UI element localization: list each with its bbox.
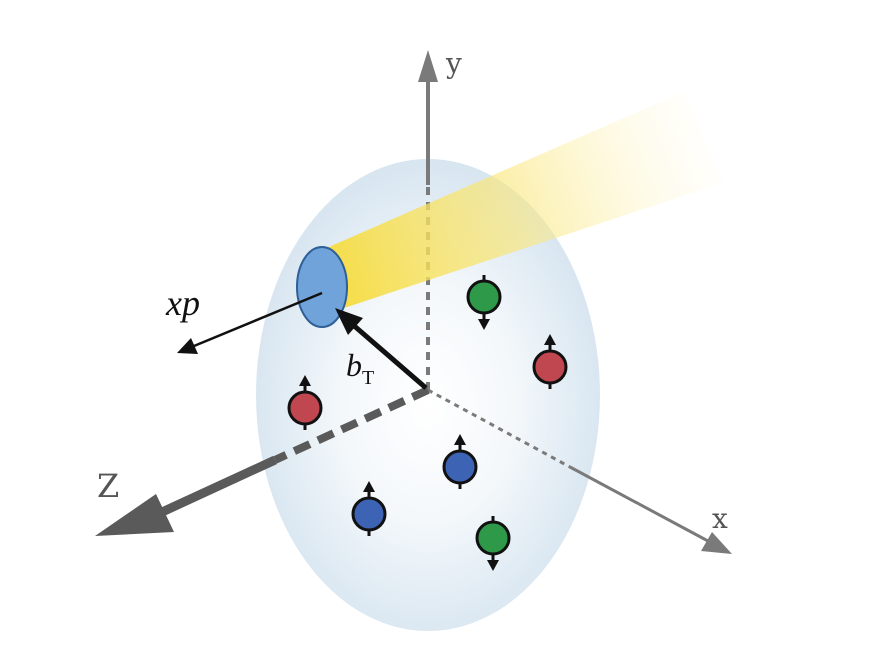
momentum-label: xp [165,283,200,323]
impact-parameter-vector [335,308,428,390]
quark-red-left [287,375,323,430]
z-axis-label: Z [97,467,119,505]
momentum-arrow-icon [177,338,198,354]
quarks-group [287,275,568,571]
z-axis-arrow-icon [95,494,174,536]
z-axis [95,386,430,536]
probe-beam [322,92,725,312]
x-axis [427,388,732,554]
quark-blue-bottom [351,481,387,536]
quark-red-right [532,334,568,389]
spin-arrow-down-icon [478,319,490,330]
spin-arrow-up-icon [544,334,556,345]
impact-arrow-icon [335,308,363,335]
y-axis-label: y [445,47,462,80]
quark-green-top [466,275,502,330]
quark-body [287,390,323,426]
impact-parameter-subscript: T [362,367,374,389]
spin-arrow-up-icon [363,481,375,492]
x-axis-label: x [712,502,728,535]
quark-blue-center [442,434,478,489]
parton-disk [296,246,348,328]
quark-body [351,496,387,532]
momentum-vector [177,291,323,354]
quark-body [475,520,511,556]
spin-arrow-up-icon [454,434,466,445]
quark-green-bottom [475,516,511,571]
quark-body [532,349,568,385]
y-axis-arrow-icon [418,50,438,82]
spin-arrow-down-icon [487,560,499,571]
spin-arrow-up-icon [299,375,311,386]
x-axis-arrow-icon [701,532,732,554]
impact-parameter-label: bT [346,347,374,389]
quark-body [466,279,502,315]
impact-parameter-main: b [346,347,362,383]
quark-body [442,449,478,485]
